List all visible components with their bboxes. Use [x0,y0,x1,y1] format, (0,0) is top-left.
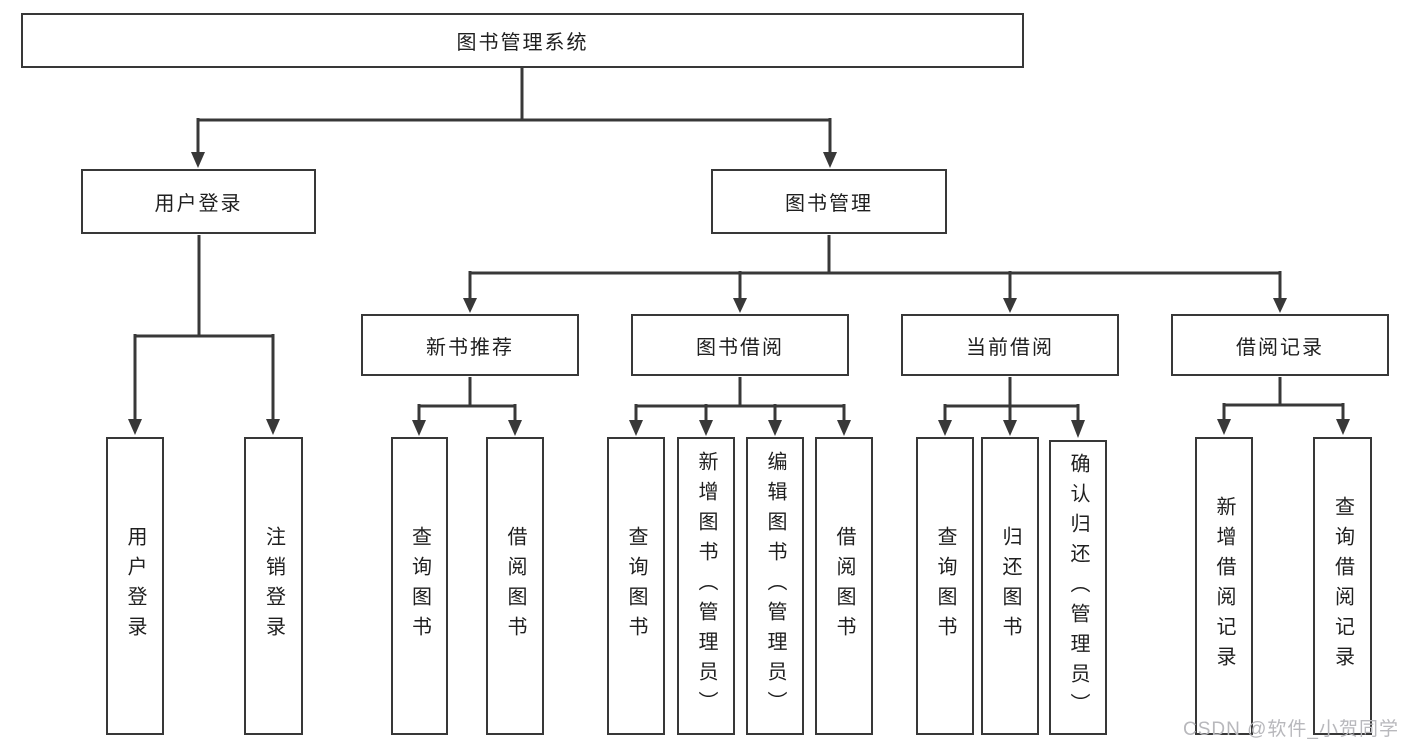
leaf-label: 确认归还（管理员） [1067,452,1089,723]
connector-user-login-branch [128,235,280,435]
leaf-logout: 注销登录 [244,437,303,735]
node-label: 新书推荐 [426,336,514,359]
arrow-down-icon [1071,420,1085,438]
node-label: 借阅记录 [1236,336,1324,359]
node-current-borrowing: 当前借阅 [901,314,1119,376]
arrow-down-icon [733,298,747,313]
arrow-down-icon [128,419,142,435]
arrow-down-icon [508,420,522,436]
node-label: 图书管理 [785,193,873,215]
leaf-label: 借阅图书 [833,526,855,646]
leaf-recommend-borrow-books: 借阅图书 [486,437,544,735]
arrow-down-icon [768,420,782,436]
leaf-user-login: 用户登录 [106,437,164,735]
leaf-label: 新增图书（管理员） [695,451,717,721]
leaf-current-query-books: 查询图书 [916,437,974,735]
arrow-down-icon [266,419,280,435]
node-label: 用户登录 [154,193,243,215]
csdn-watermark: CSDN @软件_小贺同学 [1183,719,1399,740]
leaf-borrowing-query-books: 查询图书 [607,437,665,735]
leaf-label: 查询图书 [408,526,431,646]
leaf-label: 注销登录 [262,526,285,646]
leaf-records-add-record: 新增借阅记录 [1195,437,1253,735]
arrow-down-icon [463,298,477,313]
leaf-label: 查询借阅记录 [1331,496,1354,676]
leaf-recommend-query-books: 查询图书 [391,437,448,735]
arrow-down-icon [1273,298,1287,313]
leaf-label: 借阅图书 [504,526,526,646]
node-new-book-recommendation: 新书推荐 [361,314,579,376]
arrow-down-icon [1003,420,1017,436]
connector-new-book-recommendation-branch [412,377,522,436]
arrow-down-icon [1003,298,1017,313]
node-borrowing-records: 借阅记录 [1171,314,1389,376]
node-label: 图书管理系统 [456,32,589,54]
arrow-down-icon [412,420,426,436]
leaf-label: 编辑图书（管理员） [764,451,786,721]
arrow-down-icon [191,152,205,168]
connector-root-to-level2 [191,68,837,168]
leaf-label: 新增借阅记录 [1213,496,1235,676]
leaf-label: 查询图书 [625,526,647,646]
arrow-down-icon [1217,419,1231,435]
connector-current-borrowing-branch [938,377,1085,438]
leaf-label: 用户登录 [124,526,146,646]
leaf-borrowing-add-books-admin: 新增图书（管理员） [677,437,735,735]
node-library-system-root: 图书管理系统 [21,13,1024,68]
node-label: 当前借阅 [966,336,1054,359]
node-book-management: 图书管理 [711,169,947,234]
node-label: 图书借阅 [696,336,784,359]
leaf-label: 查询图书 [934,526,956,646]
connector-book-management-branch [463,235,1287,313]
leaf-borrowing-edit-books-admin: 编辑图书（管理员） [746,437,804,735]
leaf-borrowing-borrow-books: 借阅图书 [815,437,873,735]
leaf-records-query-record: 查询借阅记录 [1313,437,1372,735]
arrow-down-icon [938,420,952,436]
node-book-borrowing: 图书借阅 [631,314,849,376]
arrow-down-icon [699,420,713,436]
arrow-down-icon [823,152,837,168]
leaf-current-return-books: 归还图书 [981,437,1039,735]
connector-borrowing-records-branch [1217,377,1350,435]
leaf-label: 归还图书 [999,526,1021,646]
connector-book-borrowing-branch [629,377,851,436]
node-user-login: 用户登录 [81,169,316,234]
arrow-down-icon [1336,419,1350,435]
leaf-current-confirm-return-admin: 确认归还（管理员） [1049,440,1107,735]
arrow-down-icon [629,420,643,436]
arrow-down-icon [837,420,851,436]
